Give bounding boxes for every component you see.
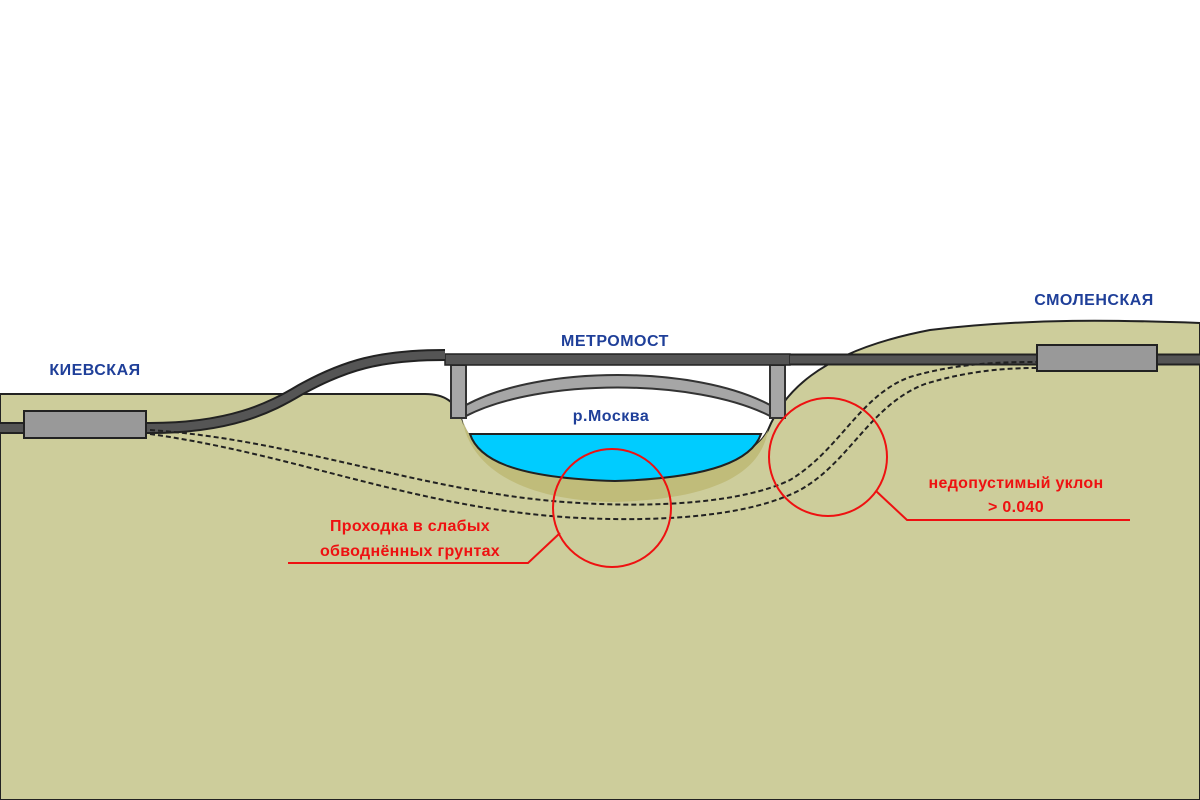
tunnel-dashed-lower bbox=[149, 367, 1037, 521]
callout-line-weak-soil bbox=[288, 532, 561, 564]
annotation-slope-line1: недопустимый уклон bbox=[929, 475, 1104, 492]
station-kievskaya bbox=[23, 410, 147, 439]
station-label-right: СМОЛЕНСКАЯ bbox=[1034, 292, 1154, 309]
riverbed bbox=[462, 418, 768, 502]
river-label: р.Москва bbox=[573, 408, 650, 425]
annotation-slope-line2: > 0.040 bbox=[988, 499, 1044, 516]
problem-circle-slope bbox=[768, 397, 888, 517]
annotation-weak-soil-line1: Проходка в слабых bbox=[330, 518, 490, 535]
callout-line-slope bbox=[875, 490, 1130, 521]
bridge-pier-right bbox=[769, 364, 786, 419]
tunnel-dashed-upper bbox=[149, 361, 1037, 506]
annotation-weak-soil-line2: обводнённых грунтах bbox=[320, 543, 500, 560]
station-smolenskaya bbox=[1036, 344, 1158, 372]
bridge-label: МЕТРОМОСТ bbox=[561, 333, 669, 350]
problem-circle-weak-soil bbox=[552, 448, 672, 568]
station-label-left: КИЕВСКАЯ bbox=[49, 362, 140, 379]
metro-track-left-fill bbox=[0, 351, 446, 432]
bridge-pier-left bbox=[450, 364, 467, 419]
bridge-deck bbox=[444, 353, 791, 366]
river-water bbox=[468, 433, 763, 483]
